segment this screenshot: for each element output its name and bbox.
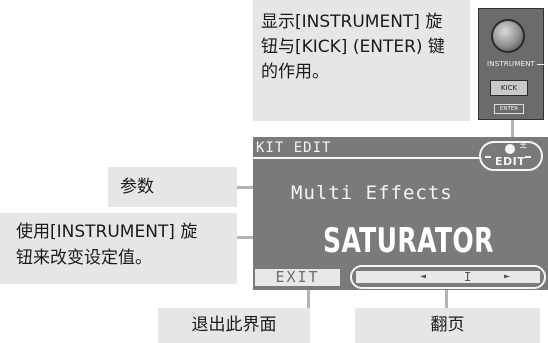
exit-callout-text: 退出此界面 [191, 315, 277, 335]
edit-knob-icon [505, 144, 515, 154]
edit-icon-tick [485, 156, 491, 158]
edit-icon: ± EDIT [479, 140, 543, 171]
divider [537, 64, 545, 65]
lcd-screen: KIT EDIT ± EDIT Multi Effects SATURATOR … [253, 137, 548, 290]
connector-line [307, 290, 310, 310]
instrument-kick-note: 显示[INSTRUMENT] 旋 钮与[KICK] (ENTER) 键 的作用。 [253, 0, 470, 121]
exit-callout: 退出此界面 [158, 308, 310, 343]
instrument-knob-label: INSTRUMENT [487, 60, 535, 68]
page-right-icon[interactable]: ► [504, 271, 511, 282]
instrument-kick-note-text: 显示[INSTRUMENT] 旋 钮与[KICK] (ENTER) 键 的作用。 [261, 12, 445, 82]
page-callout-text: 翻页 [430, 315, 465, 335]
connector-line [445, 290, 448, 310]
parameter-callout-text: 参数 [120, 177, 154, 197]
exit-button[interactable]: EXIT [255, 269, 340, 286]
connector-line [511, 120, 514, 140]
page-left-icon[interactable]: ◄ [420, 271, 427, 282]
page-navigation[interactable]: ◄ I ► [350, 265, 546, 289]
value-callout: 使用[INSTRUMENT] 旋 钮来改变设定值。 [0, 213, 237, 284]
edit-icon-text: EDIT [495, 155, 526, 168]
lcd-parameter-value[interactable]: SATURATOR [323, 221, 494, 261]
page-navigation-bar: ◄ I ► [356, 270, 540, 284]
parameter-callout: 参数 [108, 167, 237, 207]
page-callout: 翻页 [355, 308, 540, 343]
instrument-knob-icon [491, 19, 525, 53]
edit-icon-tick [525, 156, 531, 158]
value-callout-text: 使用[INSTRUMENT] 旋 钮来改变设定值。 [16, 222, 198, 268]
device-panel-image: INSTRUMENT KICK ENTER [478, 8, 545, 120]
lcd-title-underline [253, 157, 481, 159]
enter-label: ENTER [494, 104, 524, 114]
lcd-title: KIT EDIT [256, 140, 332, 156]
page-indicator: I [464, 270, 472, 284]
kick-button: KICK [490, 80, 528, 96]
edit-plus-minus: ± [519, 140, 528, 151]
lcd-parameter-name: Multi Effects [291, 182, 453, 204]
